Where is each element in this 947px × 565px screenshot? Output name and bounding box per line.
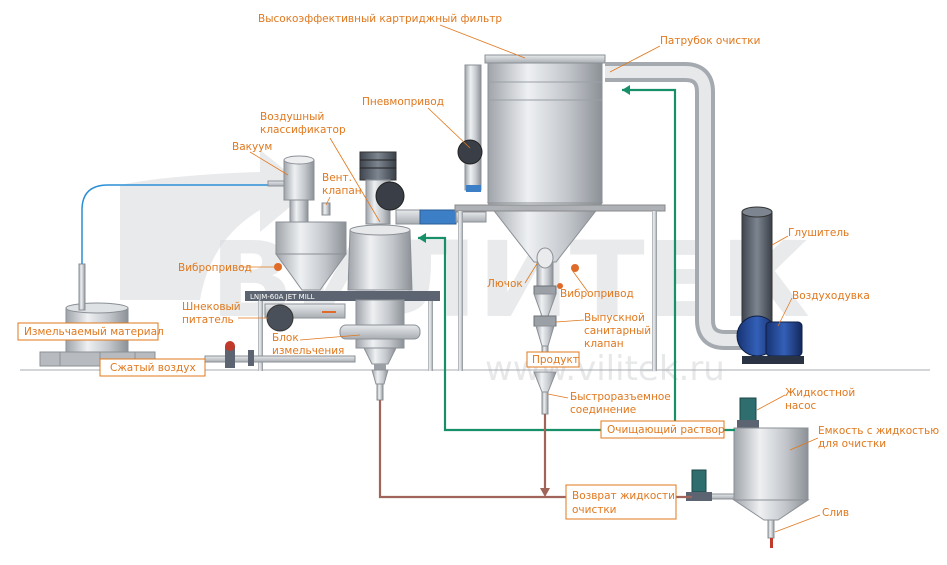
vacuum-feeder bbox=[267, 155, 347, 291]
label-hatch: Лючок bbox=[487, 278, 523, 290]
screw-feeder bbox=[264, 303, 346, 332]
mill-frame: LNJM-60A JET MILL bbox=[245, 291, 440, 371]
watermark-logo-arrow bbox=[120, 150, 310, 300]
callout-lines bbox=[238, 24, 821, 533]
label-mill-block-line1: Блок bbox=[272, 332, 299, 344]
filter-frame bbox=[454, 204, 666, 371]
label-vacuum: Вакуум bbox=[232, 141, 272, 153]
blower bbox=[736, 315, 804, 364]
label-quick-connect-line2: соединение bbox=[570, 404, 636, 416]
hatch-part bbox=[536, 247, 554, 269]
watermark-url: www.vilitek.ru bbox=[485, 349, 725, 389]
label-screw-feeder-line2: питатель bbox=[182, 314, 234, 326]
cartridge-filter bbox=[484, 54, 606, 415]
return-pump bbox=[686, 469, 735, 501]
box-compressed-air: Сжатый воздух bbox=[110, 362, 196, 374]
label-pump-line1: Жидкостной bbox=[785, 387, 855, 399]
label-tank-line2: для очистки bbox=[818, 438, 886, 450]
label-blower: Воздуходувка bbox=[792, 290, 870, 302]
label-tank-line1: Емкость с жидкостью bbox=[818, 425, 939, 437]
vacuum-line bbox=[81, 184, 268, 264]
liquid-pump bbox=[737, 397, 759, 428]
exhaust-pipe bbox=[605, 62, 745, 350]
label-outlet-valve-line1: Выпускной bbox=[584, 312, 645, 324]
silencer bbox=[741, 206, 773, 323]
box-material: Измельчаемый материал bbox=[24, 326, 164, 338]
label-classifier-line2: классификатор bbox=[260, 124, 346, 136]
label-vent-valve-line1: Вент. bbox=[322, 172, 352, 184]
cleaning-solution-box bbox=[600, 420, 725, 439]
filter-inlet-pipe bbox=[457, 64, 483, 192]
label-cleaning-nozzle: Патрубок очистки bbox=[660, 35, 760, 47]
compressed-air-box bbox=[99, 358, 206, 377]
return-box bbox=[565, 484, 677, 520]
label-silencer: Глушитель bbox=[788, 227, 849, 239]
product-box bbox=[526, 351, 580, 368]
label-classifier-line1: Воздушный bbox=[260, 111, 324, 123]
mill-block bbox=[339, 299, 421, 401]
cleaning-tank bbox=[732, 427, 810, 548]
label-vibro-drive-left: Вибропривод bbox=[178, 262, 252, 274]
label-pneumatic-drive: Пневмопривод bbox=[362, 96, 444, 108]
box-return-line2: очистки bbox=[572, 504, 617, 516]
label-quick-connect-line1: Быстроразъемное bbox=[570, 391, 671, 403]
machine-label: LNJM-60A JET MILL bbox=[250, 293, 315, 301]
classifier-callout bbox=[375, 181, 405, 211]
label-drain: Слив bbox=[822, 507, 849, 519]
label-filter: Высокоэффективный картриджный фильтр bbox=[258, 13, 502, 25]
label-outlet-valve-line3: клапан bbox=[584, 338, 624, 350]
label-vent-valve-line2: клапан bbox=[322, 185, 362, 197]
label-product: Продукт bbox=[532, 354, 579, 366]
screw-feeder-callout bbox=[266, 304, 294, 332]
label-mill-block-line2: измельчения bbox=[272, 345, 344, 357]
box-return-line1: Возврат жидкости bbox=[572, 490, 675, 502]
box-cleaning-solution: Очищающий раствор bbox=[607, 424, 725, 436]
air-classifier bbox=[347, 151, 487, 291]
pneumatic-callout bbox=[457, 139, 483, 165]
return-lines bbox=[378, 400, 692, 499]
label-screw-feeder-line1: Шнековый bbox=[182, 301, 241, 313]
material-box bbox=[17, 322, 159, 341]
label-outlet-valve-line2: санитарный bbox=[584, 325, 651, 337]
label-pump-line2: насос bbox=[785, 400, 816, 412]
label-vibro-drive-right: Вибропривод bbox=[560, 288, 634, 300]
